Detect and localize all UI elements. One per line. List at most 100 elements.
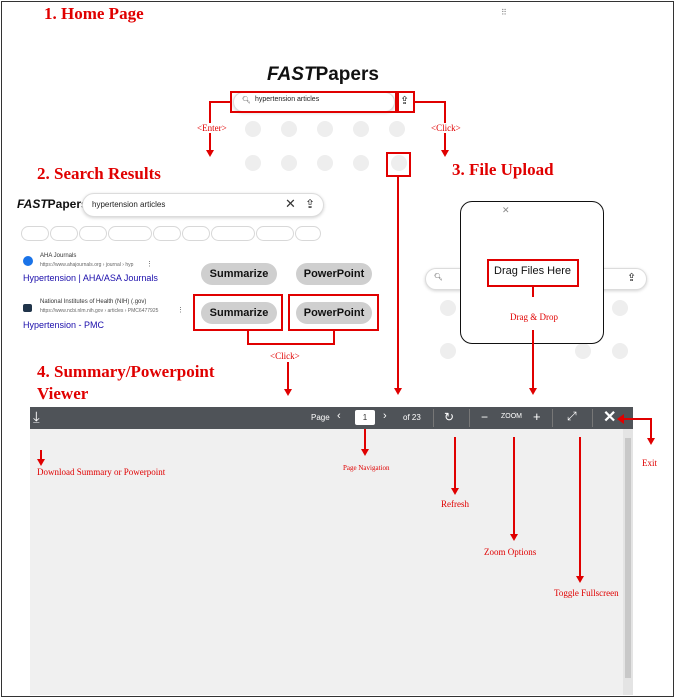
connector-page-nav xyxy=(364,429,366,450)
home-logo-fast: FAST xyxy=(267,64,316,85)
filter-chip[interactable] xyxy=(153,226,181,241)
arrow-drop-viewer xyxy=(529,388,537,395)
placeholder-dot xyxy=(353,121,369,137)
placeholder-dot xyxy=(245,121,261,137)
page-input[interactable]: 1 xyxy=(355,410,375,425)
more-options-icon[interactable]: ⋮ xyxy=(177,307,184,314)
annotation-fullscreen: Toggle Fullscreen xyxy=(554,588,619,598)
results-search-bar[interactable]: hypertension articles ✕ ⇪ xyxy=(82,193,324,217)
result-source: AHA Journals xyxy=(40,253,77,259)
scrollbar-thumb[interactable] xyxy=(625,438,631,678)
results-logo-fast: FAST xyxy=(17,197,48,211)
connector-exit-v xyxy=(650,418,652,439)
placeholder-dot xyxy=(281,155,297,171)
home-search-highlight xyxy=(230,91,397,113)
fullscreen-icon[interactable]: ⤢ xyxy=(567,409,577,423)
result-url[interactable]: https://www.ncbi.nlm.nih.gov › articles … xyxy=(40,308,159,314)
close-icon[interactable]: ✕ xyxy=(502,205,510,215)
placeholder-dot xyxy=(245,155,261,171)
upload-icon[interactable]: ⇪ xyxy=(627,272,637,284)
annotation-page-nav: Page Navigation xyxy=(343,464,390,472)
placeholder-dot xyxy=(317,155,333,171)
drop-zone-highlight xyxy=(487,259,579,287)
home-logo: FASTPapers xyxy=(267,64,379,86)
placeholder-dot-highlight xyxy=(386,152,411,177)
connector-exit-h xyxy=(622,418,651,420)
arrow-zoom xyxy=(510,534,518,541)
results-logo: FASTPapers xyxy=(17,197,88,211)
viewer-scrollbar[interactable] xyxy=(623,429,633,695)
zoom-label[interactable]: ZOOM xyxy=(501,413,522,420)
result-title-link[interactable]: Hypertension - PMC xyxy=(23,320,105,330)
connector-home-viewer xyxy=(397,177,399,389)
arrow-download xyxy=(37,459,45,466)
arrow-enter xyxy=(206,150,214,157)
home-upload-icon[interactable]: ⇪ xyxy=(400,95,410,107)
results-search-input[interactable]: hypertension articles xyxy=(92,200,166,209)
page-total: of 23 xyxy=(403,413,421,422)
section-title-viewer-line1: 4. Summary/Powerpoint xyxy=(37,362,215,381)
arrow-page-nav xyxy=(361,449,369,456)
filter-chip[interactable] xyxy=(108,226,152,241)
annotation-click-results: <Click> xyxy=(270,351,300,361)
placeholder-dot xyxy=(575,343,591,359)
connector-refresh xyxy=(454,437,456,489)
placeholder-dot xyxy=(353,155,369,171)
result-url[interactable]: https://www.ahajournals.org › journal › … xyxy=(40,262,134,268)
filter-chip[interactable] xyxy=(211,226,255,241)
divider xyxy=(592,409,593,427)
result-source: National Institutes of Health (NIH) (.go… xyxy=(40,299,147,305)
exit-icon[interactable]: ✕ xyxy=(603,409,617,426)
annotation-enter: <Enter> xyxy=(197,123,227,133)
arrow-refresh xyxy=(451,488,459,495)
arrow-exit-head xyxy=(617,414,624,424)
arrow-fullscreen xyxy=(576,576,584,583)
powerpoint-highlight xyxy=(288,294,379,331)
zoom-in-icon[interactable]: + xyxy=(533,409,541,424)
powerpoint-button[interactable]: PowerPoint xyxy=(296,263,372,285)
powerpoint-button[interactable]: PowerPoint xyxy=(296,302,372,324)
filter-chip[interactable] xyxy=(295,226,321,241)
drag-handle-icon: ⠿ xyxy=(501,8,507,17)
connector-fullscreen xyxy=(579,437,581,577)
filter-chip[interactable] xyxy=(21,226,49,241)
filter-chip[interactable] xyxy=(79,226,107,241)
prev-page-icon[interactable]: ‹ xyxy=(337,410,341,422)
zoom-out-icon[interactable]: − xyxy=(481,410,489,424)
divider xyxy=(552,409,553,427)
section-title-viewer-line2: Viewer xyxy=(37,384,89,403)
refresh-icon[interactable]: ↻ xyxy=(444,410,455,424)
summarize-highlight xyxy=(193,294,283,331)
filter-chip[interactable] xyxy=(256,226,294,241)
result-title-link[interactable]: Hypertension | AHA/ASA Journals xyxy=(23,273,158,283)
bracket-right xyxy=(333,331,335,343)
page-label: Page xyxy=(311,413,330,422)
drop-zone-label[interactable]: Drag Files Here xyxy=(494,265,572,277)
viewer-toolbar: ⤓ Page ‹ 1 › of 23 ↻ − ZOOM + ⤢ ✕ xyxy=(30,407,633,429)
connector-zoom xyxy=(513,437,515,535)
arrow-click-results xyxy=(284,389,292,396)
summarize-button[interactable]: Summarize xyxy=(201,302,277,324)
upload-dialog: ✕ xyxy=(460,201,604,344)
next-page-icon[interactable]: › xyxy=(383,410,387,422)
arrow-exit xyxy=(647,438,655,445)
placeholder-dot xyxy=(612,343,628,359)
download-icon[interactable]: ⤓ xyxy=(33,409,40,426)
home-search-input[interactable]: hypertension articles xyxy=(255,96,320,103)
connector-enter-h xyxy=(210,101,230,103)
connector-drop xyxy=(532,287,534,297)
arrow-home-viewer xyxy=(394,388,402,395)
summarize-button[interactable]: Summarize xyxy=(201,263,277,285)
results-upload-icon[interactable]: ⇪ xyxy=(305,197,316,211)
filter-chip[interactable] xyxy=(50,226,78,241)
more-options-icon[interactable]: ⋮ xyxy=(146,261,153,268)
home-upload-highlight xyxy=(397,91,415,113)
filter-chip[interactable] xyxy=(182,226,210,241)
annotation-refresh: Refresh xyxy=(441,499,469,509)
placeholder-dot xyxy=(612,300,628,316)
clear-icon[interactable]: ✕ xyxy=(285,196,296,211)
placeholder-dot xyxy=(281,121,297,137)
placeholder-dot xyxy=(440,300,456,316)
results-logo-papers: Papers xyxy=(47,197,88,211)
